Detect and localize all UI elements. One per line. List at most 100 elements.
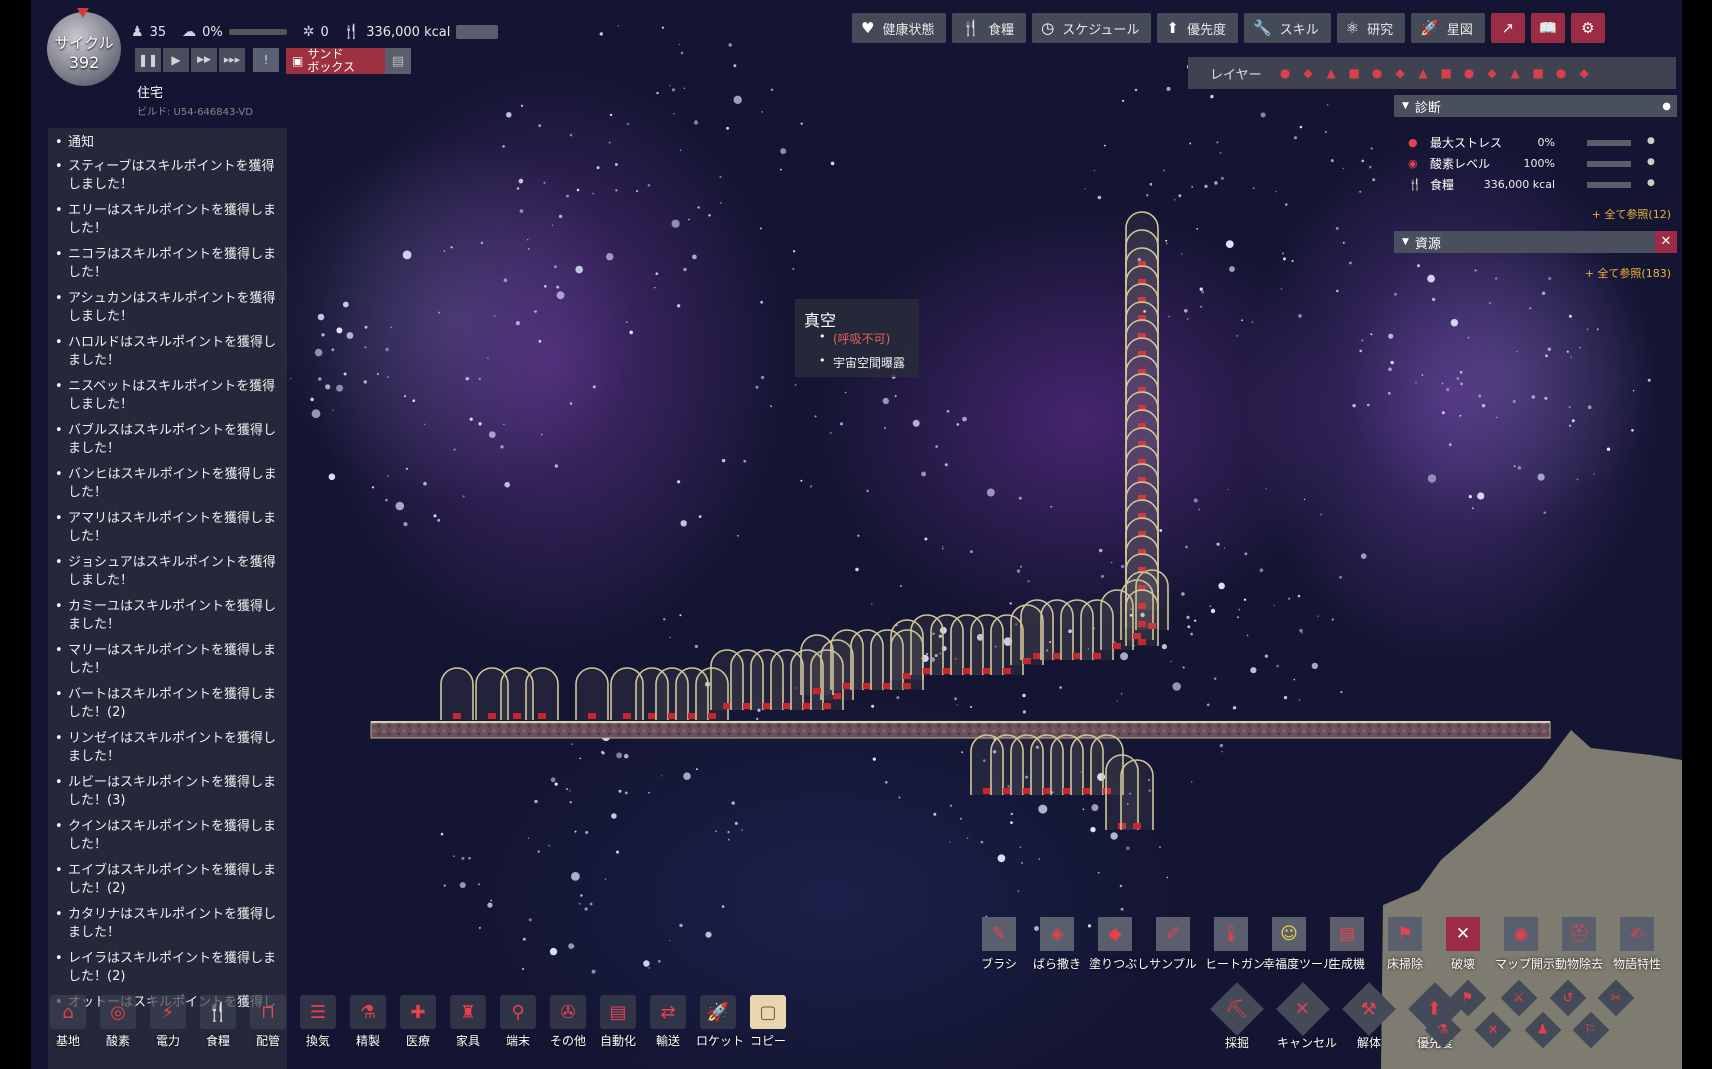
sandbox-tool-5[interactable]: ☺幸福度ツール [1263,917,1335,972]
glass-arch[interactable] [1125,463,1159,520]
notification-item[interactable]: アシュカンはスキルポイントを獲得しました！ [54,290,281,326]
diagnostic-row[interactable]: ●最大ストレス [1408,134,1502,151]
notification-item[interactable]: レイラはスキルポイントを獲得しました！(2) [54,950,281,986]
red-block[interactable] [1043,788,1051,794]
build-category-2[interactable]: ⚡電力 [146,995,190,1049]
red-block[interactable] [1138,297,1146,303]
glass-arch[interactable] [1080,599,1114,660]
glass-arch[interactable] [1125,355,1159,412]
red-block[interactable] [1053,653,1061,659]
topbar-button-2[interactable]: ◷スケジュール [1032,13,1152,43]
glass-arch[interactable] [1010,734,1044,795]
sandbox-tool-8[interactable]: ✕破壊 [1437,917,1489,972]
red-alert-button[interactable]: ! [253,48,279,72]
diagnostic-pin-icon[interactable]: ● [1647,136,1655,146]
red-block[interactable] [1138,549,1146,555]
sandbox-button[interactable]: ▣ サンドボックス [286,48,386,74]
red-block[interactable] [1138,567,1146,573]
build-category-1[interactable]: ◎酸素 [96,995,140,1049]
glass-arch[interactable] [475,667,509,720]
floor-tiles[interactable] [370,721,1551,739]
fast-button[interactable]: ▶▶ [191,48,217,72]
topbar-button-5[interactable]: ⚛研究 [1336,13,1406,43]
sandbox-tool-2[interactable]: ◆塗りつぶし [1089,917,1149,972]
red-block[interactable] [1138,621,1146,627]
red-block[interactable] [1138,405,1146,411]
notification-item[interactable]: バンヒはスキルポイントを獲得しました！ [54,466,281,502]
glass-arch[interactable] [710,649,744,710]
red-block[interactable] [1133,823,1141,829]
red-block[interactable] [1138,477,1146,483]
red-block[interactable] [668,713,676,719]
build-category-8[interactable]: ♜家具 [446,995,490,1049]
build-category-13[interactable]: 🚀ロケット [696,995,744,1049]
glass-arch[interactable] [910,614,944,675]
glass-arch[interactable] [1020,599,1054,660]
glass-arch[interactable] [1125,553,1159,610]
red-block[interactable] [1138,279,1146,285]
build-category-6[interactable]: ⚗精製 [346,995,390,1049]
diagnostic-row[interactable]: ◉酸素レベル [1408,155,1490,172]
red-block[interactable] [1023,658,1031,664]
overlay-materials-icon[interactable]: ■ [1348,66,1360,80]
build-category-5[interactable]: ☰換気 [296,995,340,1049]
notification-item[interactable]: ハロルドはスキルポイントを獲得しました！ [54,334,281,370]
glass-arch[interactable] [695,667,729,720]
glass-arch[interactable] [970,614,1004,675]
topbar-button-4[interactable]: 🔧スキル [1243,13,1331,43]
glass-arch[interactable] [1125,211,1159,268]
build-category-10[interactable]: ✇その他 [546,995,590,1049]
glass-arch[interactable] [730,649,764,710]
red-block[interactable] [843,683,851,689]
red-block[interactable] [1103,788,1111,794]
sandbox-tool-4[interactable]: 🌡ヒートガン [1205,917,1265,972]
notification-item[interactable]: カタリナはスキルポイントを獲得しました！ [54,906,281,942]
report-button[interactable]: ↗ [1490,13,1525,43]
glass-arch[interactable] [440,667,474,720]
red-block[interactable] [513,713,521,719]
red-block[interactable] [708,713,716,719]
red-block[interactable] [688,713,696,719]
glass-arch[interactable] [1125,427,1159,484]
glass-arch[interactable] [1050,734,1084,795]
glass-arch[interactable] [890,619,924,680]
red-block[interactable] [743,703,751,709]
sandbox-tool-1[interactable]: ◈ばら撒き [1031,917,1083,972]
diagnostics-header[interactable]: ▼ 診断 ● [1394,95,1677,117]
sandbox-tool-10[interactable]: ⛑動物除去 [1553,917,1605,972]
diagnostic-pin-icon[interactable]: ● [1647,178,1655,188]
build-category-4[interactable]: ⊓配管 [246,995,290,1049]
notification-item[interactable]: リンゼイはスキルポイントを獲得しました！ [54,730,281,766]
glass-arch[interactable] [790,649,824,710]
build-category-7[interactable]: ✚医療 [396,995,440,1049]
glass-arch[interactable] [1125,517,1159,574]
dig-tool-0[interactable]: ⛏採掘 [1210,982,1264,1051]
red-block[interactable] [1138,423,1146,429]
red-block[interactable] [588,713,596,719]
red-block[interactable] [1138,531,1146,537]
topbar-button-1[interactable]: 🍴食糧 [952,13,1027,43]
glass-arch[interactable] [1120,759,1154,830]
build-category-9[interactable]: ⚲端末 [496,995,540,1049]
overlay-plumbing-icon[interactable]: ◆ [1395,66,1405,80]
glass-arch[interactable] [1125,337,1159,394]
red-block[interactable] [1138,495,1146,501]
notification-item[interactable]: バブルスはスキルポイントを獲得しました！ [54,422,281,458]
fastest-button[interactable]: ▶▶▶ [219,48,245,72]
game-viewport[interactable]: サイクル 392 ♟ 35 ☁ 0% ✲ 0 🍴 336,000 kcal ❚❚… [31,0,1682,1069]
notification-item[interactable]: アマリはスキルポイントを獲得しました！ [54,510,281,546]
notification-item[interactable]: カミーユはスキルポイントを獲得しました！ [54,598,281,634]
overlay-rooms-icon[interactable]: ▲ [1510,66,1520,80]
red-block[interactable] [983,788,991,794]
glass-arch[interactable] [655,667,689,720]
topbar-button-6[interactable]: 🚀星図 [1411,13,1485,43]
red-block[interactable] [453,713,461,719]
colony-structures[interactable] [370,211,1551,830]
red-block[interactable] [763,703,771,709]
notification-item[interactable]: ジョシュアはスキルポイントを獲得しました！ [54,554,281,590]
glass-arch[interactable] [1125,409,1159,466]
red-block[interactable] [648,713,656,719]
glass-arch[interactable] [1125,229,1159,286]
red-block[interactable] [1138,351,1146,357]
notification-item[interactable]: ニコラはスキルポイントを獲得しました！ [54,246,281,282]
